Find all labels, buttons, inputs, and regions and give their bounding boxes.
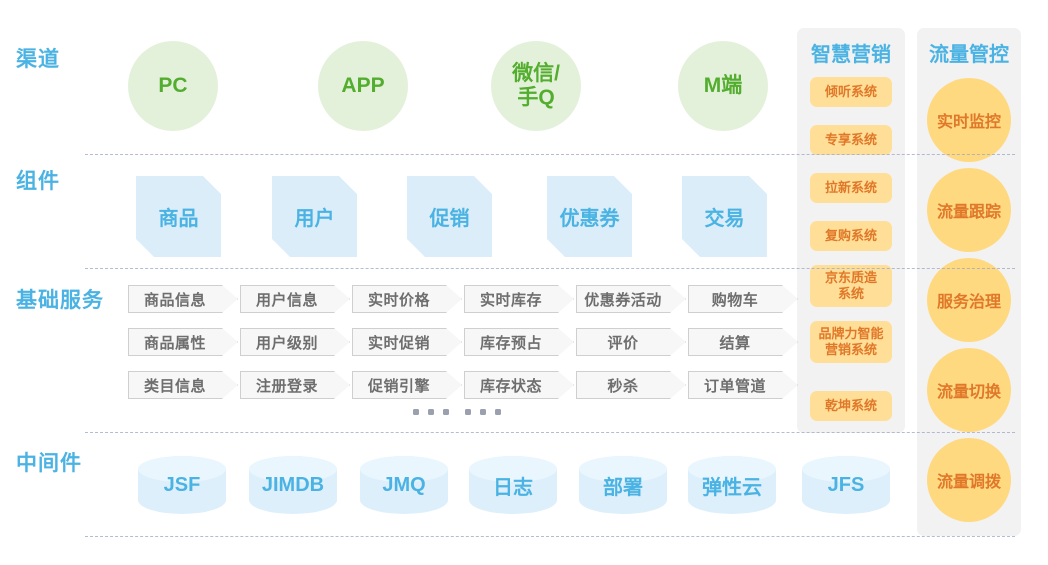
smart-marketing-title: 智慧营销 xyxy=(811,44,891,66)
service-chevron-user-level[interactable]: 用户级别 xyxy=(240,328,350,356)
chip-qingting[interactable]: 倾听系统 xyxy=(810,77,892,107)
dot xyxy=(428,409,434,415)
middleware-cylinder-log[interactable]: 日志 xyxy=(469,456,557,514)
service-chevron-order-pipeline[interactable]: 订单管道 xyxy=(688,371,798,399)
service-chevron-cart[interactable]: 购物车 xyxy=(688,285,798,313)
middleware-cylinder-jimdb[interactable]: JIMDB xyxy=(249,456,337,514)
component-box-user[interactable]: 用户 xyxy=(272,176,357,257)
chip-brand-marketing-line2: 营销系统 xyxy=(824,342,877,357)
middleware-cylinder-elastic-cloud[interactable]: 弹性云 xyxy=(688,456,776,514)
traffic-circle-service-governance[interactable]: 服务治理 xyxy=(927,258,1011,342)
service-chevron-stock-reserve[interactable]: 库存预占 xyxy=(464,328,574,356)
divider-channel-component xyxy=(85,154,1015,155)
dot xyxy=(443,409,449,415)
dot xyxy=(465,409,471,415)
chip-jd-zhizao-line2: 系统 xyxy=(837,286,864,301)
traffic-circle-traffic-switch[interactable]: 流量切换 xyxy=(927,348,1011,432)
divider-bottom xyxy=(85,536,1015,537)
service-chevron-product-attr[interactable]: 商品属性 xyxy=(128,328,238,356)
chip-zhuanxiang[interactable]: 专享系统 xyxy=(810,125,892,155)
dot xyxy=(480,409,486,415)
divider-component-service xyxy=(85,268,1015,269)
chip-qiankun[interactable]: 乾坤系统 xyxy=(810,391,892,421)
row-label-service: 基础服务 xyxy=(16,289,104,312)
middleware-cylinder-deploy[interactable]: 部署 xyxy=(579,456,667,514)
dot xyxy=(413,409,419,415)
service-chevron-stock-status[interactable]: 库存状态 xyxy=(464,371,574,399)
traffic-circle-realtime-monitor[interactable]: 实时监控 xyxy=(927,78,1011,162)
component-box-product[interactable]: 商品 xyxy=(136,176,221,257)
ellipsis-dots-right xyxy=(465,409,501,415)
service-chevron-user-info[interactable]: 用户信息 xyxy=(240,285,350,313)
chip-laxin[interactable]: 拉新系统 xyxy=(810,173,892,203)
channel-circle-wechat[interactable]: 微信/手Q xyxy=(491,41,581,131)
middleware-cylinder-jsf[interactable]: JSF xyxy=(138,456,226,514)
traffic-circle-traffic-dispatch[interactable]: 流量调拨 xyxy=(927,438,1011,522)
service-chevron-realtime-price[interactable]: 实时价格 xyxy=(352,285,462,313)
chip-jd-zhizao-line1: 京东质造 xyxy=(824,269,877,285)
dot xyxy=(495,409,501,415)
row-label-component: 组件 xyxy=(16,170,60,193)
chip-jd-zhizao[interactable]: 京东质造系统 xyxy=(810,265,892,307)
ellipsis-dots-left xyxy=(413,409,449,415)
service-chevron-settlement[interactable]: 结算 xyxy=(688,328,798,356)
service-chevron-seckill[interactable]: 秒杀 xyxy=(576,371,686,399)
service-chevron-coupon-activity[interactable]: 优惠券活动 xyxy=(576,285,686,313)
middleware-cylinder-jfs[interactable]: JFS xyxy=(802,456,890,514)
row-label-middleware: 中间件 xyxy=(16,452,82,475)
service-chevron-register-login[interactable]: 注册登录 xyxy=(240,371,350,399)
component-box-coupon[interactable]: 优惠券 xyxy=(547,176,632,257)
service-chevron-product-info[interactable]: 商品信息 xyxy=(128,285,238,313)
chip-brand-marketing[interactable]: 品牌力智能营销系统 xyxy=(810,321,892,363)
channel-circle-wechat-line2: 手Q xyxy=(517,86,555,109)
channel-circle-mobile[interactable]: M端 xyxy=(678,41,768,131)
row-label-channel: 渠道 xyxy=(16,48,60,71)
traffic-control-title: 流量管控 xyxy=(929,44,1009,66)
service-chevron-realtime-stock[interactable]: 实时库存 xyxy=(464,285,574,313)
component-box-trade[interactable]: 交易 xyxy=(682,176,767,257)
channel-circle-wechat-line1: 微信/ xyxy=(512,61,560,85)
service-chevron-review[interactable]: 评价 xyxy=(576,328,686,356)
service-chevron-promotion-engine[interactable]: 促销引擎 xyxy=(352,371,462,399)
component-box-promotion[interactable]: 促销 xyxy=(407,176,492,257)
channel-circle-app[interactable]: APP xyxy=(318,41,408,131)
channel-circle-pc[interactable]: PC xyxy=(128,41,218,131)
middleware-cylinder-jmq[interactable]: JMQ xyxy=(360,456,448,514)
chip-fugou[interactable]: 复购系统 xyxy=(810,221,892,251)
chip-brand-marketing-line1: 品牌力智能 xyxy=(818,325,884,341)
service-chevron-category-info[interactable]: 类目信息 xyxy=(128,371,238,399)
traffic-circle-traffic-trace[interactable]: 流量跟踪 xyxy=(927,168,1011,252)
service-chevron-realtime-promotion[interactable]: 实时促销 xyxy=(352,328,462,356)
divider-service-middleware xyxy=(85,432,1015,433)
